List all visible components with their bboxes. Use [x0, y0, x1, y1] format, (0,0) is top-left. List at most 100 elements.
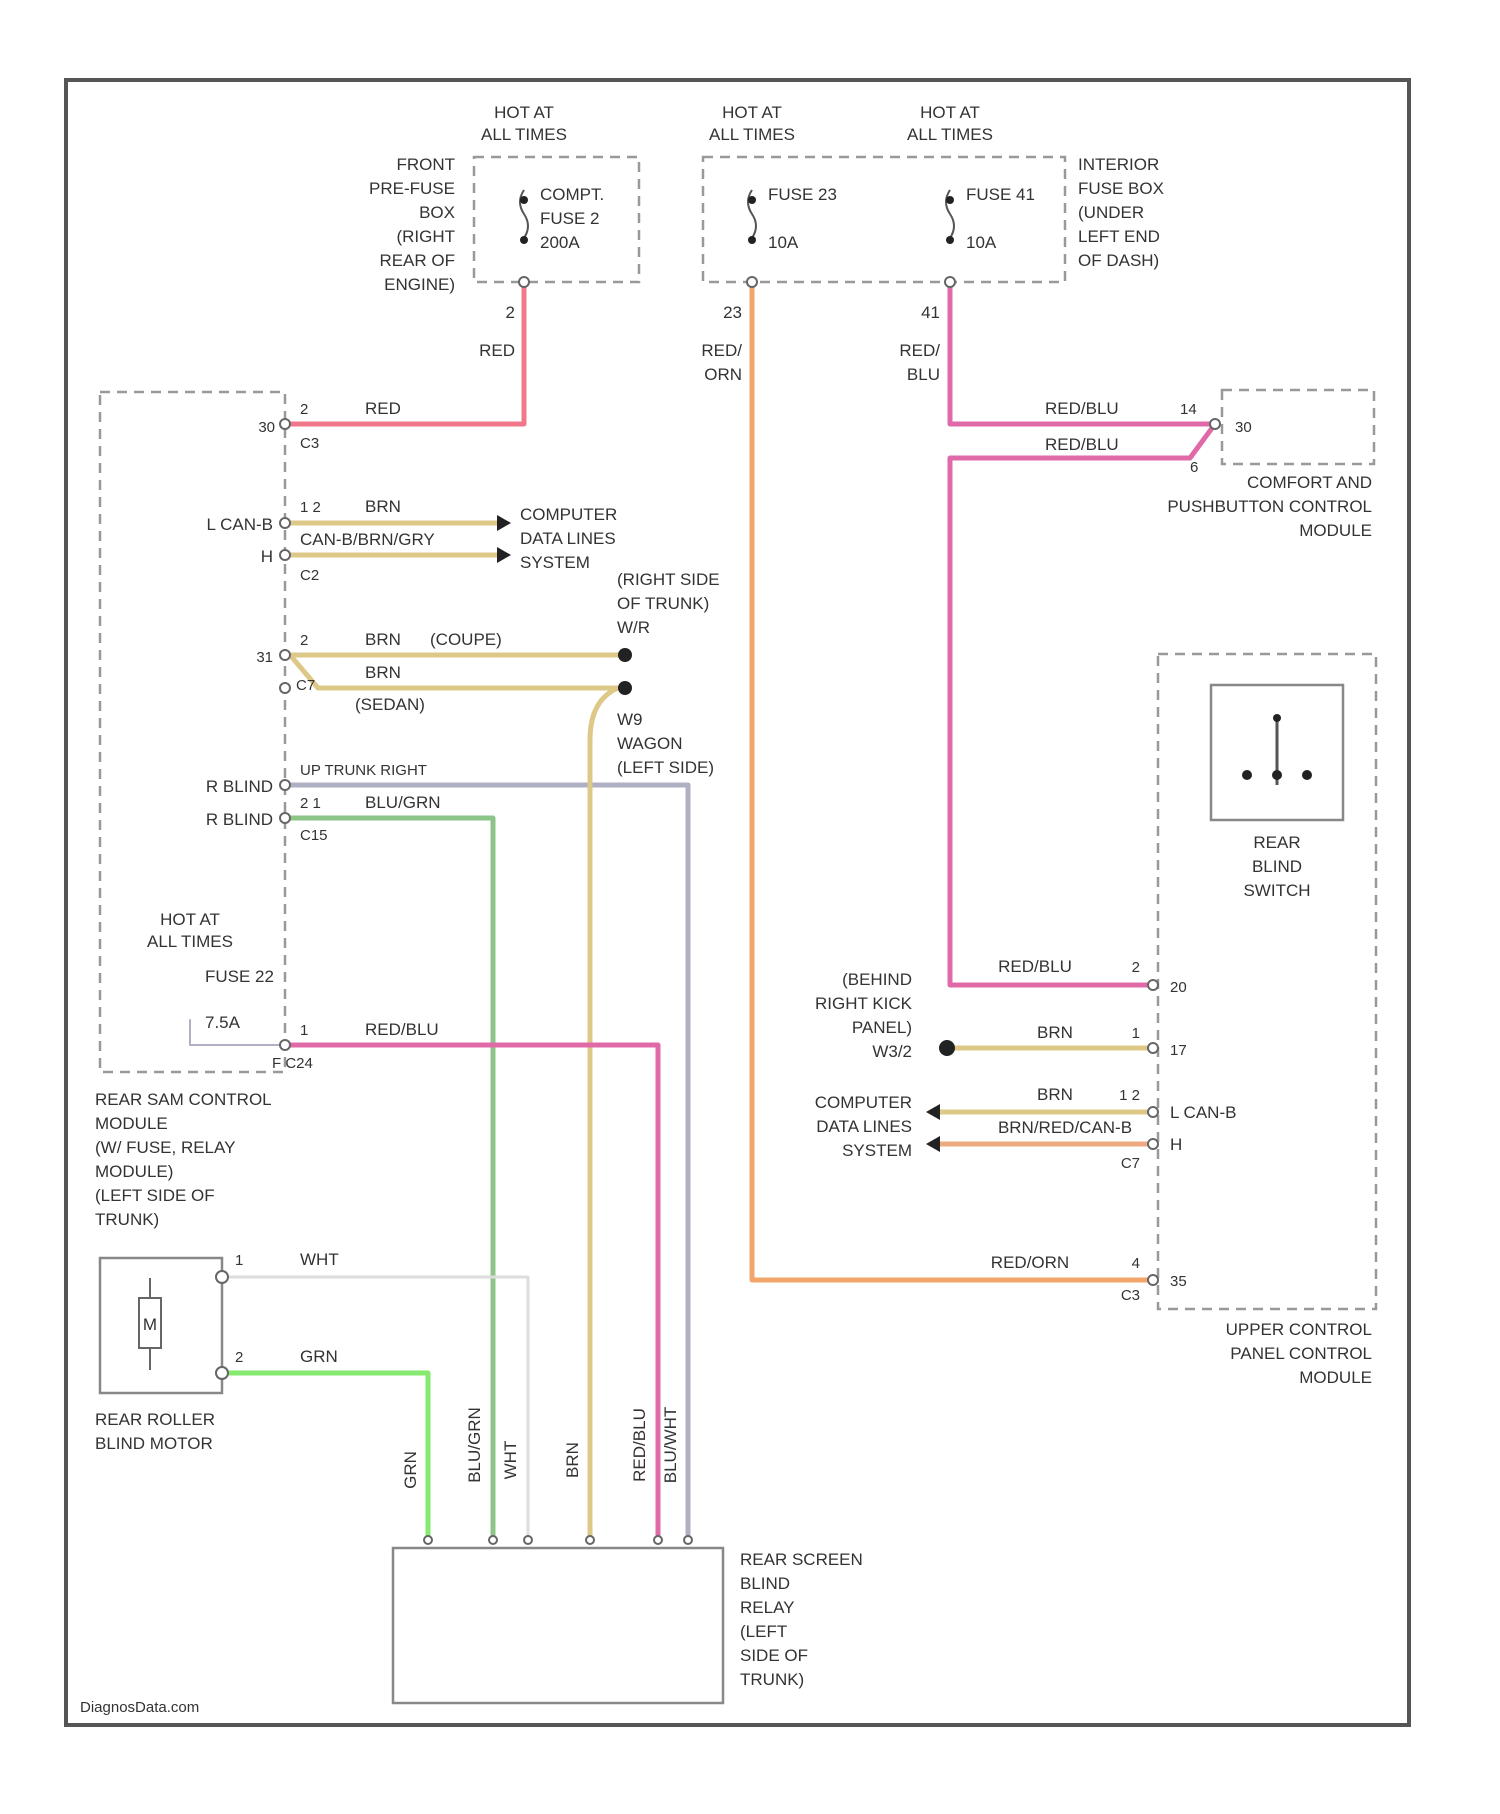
rear-screen-relay-box: [393, 1548, 723, 1703]
fuse-comp-symbol: [520, 190, 528, 244]
label-interior-fuse: INTERIORFUSE BOX(UNDERLEFT ENDOF DASH): [1078, 155, 1164, 270]
wire-blu-wht: [290, 785, 688, 1540]
label-upper-c7: C7: [1121, 1155, 1140, 1172]
label-line: TRUNK): [95, 1210, 159, 1229]
label-hot-at-times-left: HOT AT ALL TIMES: [147, 910, 233, 951]
label-pin-c7: C7: [296, 677, 315, 694]
label-rear-dash-module: REAR SAM CONTROLMODULE(W/ FUSE, RELAYMOD…: [95, 1090, 272, 1229]
label-wire-brn-coupe: BRN: [365, 630, 401, 649]
label-line: HOT AT: [494, 103, 554, 122]
label-motor-label: REAR ROLLERBLIND MOTOR: [95, 1410, 215, 1453]
label-line: HOT AT: [920, 103, 980, 122]
label-r-blind2: R BLIND: [206, 810, 273, 829]
rear-blind-switch-symbol: [1242, 714, 1312, 785]
wire-grn-motor: [225, 1373, 428, 1540]
label-line: ENGINE): [384, 275, 455, 294]
label-line: MODULE: [1299, 1368, 1372, 1387]
label-fuse-23: FUSE 2310A: [768, 185, 837, 252]
label-comfort-pin-6: 6: [1190, 459, 1198, 476]
label-line: REAR ROLLER: [95, 1410, 215, 1429]
label-rear-dash-pin2: 2: [300, 401, 308, 418]
label-line: BLIND: [1252, 857, 1302, 876]
label-fuse-41: FUSE 41 10A: [966, 185, 1035, 252]
label-pin-41: 41: [921, 303, 940, 322]
label-line: PANEL CONTROL: [1230, 1344, 1372, 1363]
label-sedan: (SEDAN): [355, 695, 425, 714]
label-line: REAR SAM CONTROL: [95, 1090, 272, 1109]
label-rear-dash-pin-30: 30: [258, 419, 275, 436]
label-pin-31: 31: [256, 649, 273, 666]
label-line: FUSE 41: [966, 185, 1035, 204]
diagram-frame: [66, 80, 1409, 1725]
label-line: PUSHBUTTON CONTROL: [1167, 497, 1372, 516]
label-line: 200A: [540, 233, 580, 252]
label-line: FRONT: [396, 155, 455, 174]
label-wire-blu-grn: BLU/GRN: [365, 793, 441, 812]
label-line: W9: [617, 710, 643, 729]
label-line: COMFORT AND: [1247, 473, 1372, 492]
label-line: (W/ FUSE, RELAY: [95, 1138, 235, 1157]
label-upper-pin-35: 35: [1170, 1273, 1187, 1290]
label-conn-c2: C2: [300, 567, 319, 584]
label-kick-panel: (BEHINDRIGHT KICKPANEL)W3/2: [815, 970, 913, 1061]
label-line: ALL TIMES: [907, 125, 993, 144]
label-line: FUSE 2: [540, 209, 600, 228]
wire-blu-grn: [290, 818, 493, 1540]
label-wire-brn-sedan: BRN: [365, 663, 401, 682]
label-line: INTERIOR: [1078, 155, 1159, 174]
label-line: COMPT.: [540, 185, 604, 204]
label-upper-pin-2: 2: [1132, 959, 1140, 976]
label-line: HOT AT: [722, 103, 782, 122]
label-pin-2b: 2: [300, 632, 308, 649]
label-coupe: (COUPE): [430, 630, 502, 649]
label-wire-brn-upper: BRN: [1037, 1023, 1073, 1042]
wire-brn-vertical: [590, 688, 618, 1540]
label-wire-wht: WHT: [300, 1250, 339, 1269]
label-upper-h: H: [1170, 1135, 1182, 1154]
label-line: SYSTEM: [842, 1141, 912, 1160]
label-upper-pin-4: 4: [1132, 1255, 1140, 1272]
label-line: PANEL): [852, 1018, 912, 1037]
label-upper-pin-17: 17: [1170, 1042, 1187, 1059]
label-vert-grn: GRN: [401, 1451, 420, 1489]
label-wire-red-blu: RED/BLU: [899, 341, 940, 384]
label-line: W/R: [617, 618, 650, 637]
label-line: HOT AT: [160, 910, 220, 929]
label-line: LEFT END: [1078, 227, 1160, 246]
label-hot2: HOT AT ALL TIMES: [709, 103, 795, 144]
label-lcan-h: H: [261, 547, 273, 566]
label-watermark: DiagnosData.com: [80, 1699, 199, 1716]
label-line: ALL TIMES: [147, 932, 233, 951]
label-vert-red-blu: RED/BLU: [630, 1408, 649, 1482]
label-wire-grn: GRN: [300, 1347, 338, 1366]
label-line: (RIGHT: [396, 227, 455, 246]
label-line: (LEFT: [740, 1622, 787, 1641]
label-pin-12: 1 2: [300, 499, 321, 516]
label-line: RED/: [701, 341, 742, 360]
label-line: MODULE: [1299, 521, 1372, 540]
label-right-side-trunk: (RIGHT SIDEOF TRUNK)W/R: [617, 570, 720, 637]
label-line: (BEHIND: [842, 970, 912, 989]
can-right-arrows: [926, 1104, 940, 1152]
label-line: FUSE BOX: [1078, 179, 1164, 198]
label-wire-brn-upper2: BRN: [1037, 1085, 1073, 1104]
label-motor-m: M: [143, 1315, 157, 1334]
label-line: (RIGHT SIDE: [617, 570, 720, 589]
label-vert-blu-grn: BLU/GRN: [465, 1407, 484, 1483]
label-hot3: HOT AT ALL TIMES: [907, 103, 993, 144]
can-left-arrows: [497, 515, 511, 563]
label-line: ALL TIMES: [709, 125, 795, 144]
label-line: 10A: [966, 233, 997, 252]
label-conn-c15: C15: [300, 827, 328, 844]
label-line: WAGON: [617, 734, 682, 753]
label-fuse-22: FUSE 227.5A: [205, 967, 274, 1032]
label-upper-module: UPPER CONTROLPANEL CONTROLMODULE: [1226, 1320, 1372, 1387]
label-line: (LEFT SIDE): [617, 758, 714, 777]
label-pin-2-top: 2: [506, 303, 515, 322]
label-line: FUSE 23: [768, 185, 837, 204]
label-line: BLIND: [740, 1574, 790, 1593]
fuse-23-symbol: [748, 190, 756, 244]
